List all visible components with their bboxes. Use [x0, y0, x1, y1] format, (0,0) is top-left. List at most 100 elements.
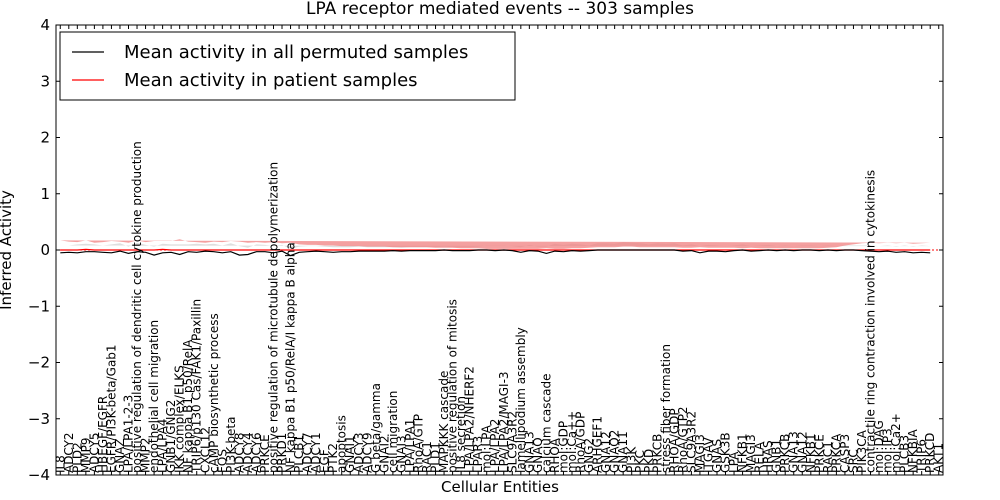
x-tick-label: IL8 secretion [454, 396, 468, 473]
x-tick-label: PLD1 [429, 442, 443, 473]
x-tick-label: mol:DAG [872, 420, 886, 473]
x-tick-label: cAMP biosynthetic process [207, 313, 221, 473]
x-tick-label: positive regulation of dendritic cell cy… [130, 141, 144, 473]
x-tick-label: PI3K-beta [224, 417, 238, 473]
y-tick-label: 1 [40, 185, 50, 203]
x-tick-label: G beta/gamma [369, 383, 383, 473]
x-tick-label: GNA12 [599, 431, 613, 473]
x-tick-label: RhoA/GTP2 [676, 406, 690, 473]
legend-box [59, 31, 516, 101]
x-tick-label: GNAQ [531, 437, 545, 473]
x-tick-label: LPA/LPA1-2-3 [122, 395, 136, 473]
legend-label-patient: Mean activity in patient samples [124, 70, 418, 91]
x-tick-label: stress fiber formation [659, 344, 673, 473]
x-tick-label: NF kappa B1 p50/RelA/I kappa B alpha [284, 242, 298, 473]
x-tick-label: mol:Ca++ [565, 411, 579, 473]
x-tick-label: LPA/LPA4 [156, 419, 170, 473]
x-tick-label: SLC9A3R2 [684, 411, 698, 473]
x-tick-label: PRKCE [258, 434, 272, 473]
x-tick-label: PRKCE [812, 434, 826, 473]
x-tick-label: MAGI3 [744, 434, 758, 473]
x-tick-label: calcium cascade [539, 374, 553, 473]
x-axis-label: Cellular Entities [441, 478, 559, 496]
x-tick-label: ADCY6 [249, 432, 263, 473]
x-tick-label: SRC [846, 449, 860, 473]
x-tick-label: ITGAV [702, 436, 716, 473]
x-tick-label: EGF [318, 449, 332, 473]
x-tick-label: ADCY8 [232, 432, 246, 473]
x-tick-label: PRKD1 [275, 433, 289, 473]
x-tick-label: mol:Ca2+ [889, 413, 903, 473]
x-tick-label: PTK2 [326, 443, 340, 473]
x-tick-label: PLCB1 [292, 435, 306, 473]
x-tick-label: apoptosis [335, 415, 349, 473]
x-tick-label: positive regulation of mitosis [446, 299, 460, 473]
x-tick-label: mol:LPA [480, 424, 494, 473]
x-tick-label: PLCB3 [898, 435, 912, 473]
x-tick-label: GNAZ [113, 438, 127, 473]
x-tick-label: ADCY3 [352, 432, 366, 473]
x-tick-label: MMP2 [139, 437, 153, 473]
y-tick-label: −2 [28, 354, 50, 372]
plot-area: 43210−1−2−3−4IL8ADCY2PLD2MMP9ADCY5HBEGF/… [28, 16, 946, 484]
x-tick-label: PKC [633, 450, 647, 473]
x-tick-label: TRIP6/p130 Cas/FAK1/Paxillin [190, 299, 204, 474]
x-tick-label: RhoA/GTP [412, 414, 426, 473]
x-tick-label: GNAI2 [377, 435, 391, 473]
x-tick-label: LPA [727, 451, 741, 473]
x-tick-label: lamellipodium assembly [514, 327, 528, 473]
x-tick-label: PRKCD [923, 433, 937, 473]
x-tick-label: PRKCA [829, 433, 843, 473]
x-tick-label: PLD2 [70, 442, 84, 473]
x-tick-label: PRKCB [778, 434, 792, 473]
series-line-permuted [60, 249, 931, 257]
x-tick-label: CXCL12 [198, 427, 212, 473]
x-tick-label: GNAQ2 [608, 430, 622, 473]
y-axis-label: Inferred Activity [0, 190, 15, 310]
x-tick-label: LPA/LPA2/MAGI-3 [497, 371, 511, 473]
x-tick-label: RHOA [548, 437, 562, 473]
x-tick-label: LPA/LPA1 [403, 419, 417, 473]
x-tick-label: RhoA/GDP [574, 412, 588, 473]
patient-variance-band [60, 239, 931, 249]
x-tick-label: mol:GDP [557, 421, 571, 473]
x-tick-label: GNAI3 [394, 435, 408, 473]
x-tick-label: ADCY2 [62, 432, 76, 473]
x-tick-label: positive regulation of microtubule depol… [267, 162, 281, 473]
y-tick-label: 3 [40, 72, 50, 90]
x-tick-label: FOS [215, 449, 229, 473]
x-tick-label: ADCY4 [241, 432, 255, 473]
x-tick-label: LPA/LPA2/NHERF2 [463, 366, 477, 473]
x-tick-label: NFKB1 [736, 433, 750, 473]
x-tick-label: GNA13 [522, 431, 536, 473]
x-tick-label: SLC9A3R2 [505, 411, 519, 473]
x-tick-label: RAC1 [420, 441, 434, 473]
x-tick-label: GNB1/GNG2 [164, 400, 178, 473]
x-tick-label: CASP3 [838, 434, 852, 473]
x-tick-label: MAGI3 [693, 434, 707, 473]
x-tick-label: TRIP6 [915, 439, 929, 474]
x-tick-label: NFKBIA [906, 428, 920, 473]
x-tick-label: RAC1 [821, 441, 835, 473]
x-tick-label: RELA [753, 441, 767, 473]
x-tick-label: LPA/LPA2 [488, 419, 502, 473]
x-tick-label: HRAS [761, 440, 775, 473]
x-tick-label: PRKCB [650, 434, 664, 473]
x-tick-label: HBEGF/EGFR [96, 396, 110, 473]
x-tick-label: GNA12 [795, 431, 809, 473]
x-tick-label: cell migration [386, 391, 400, 473]
x-tick-label: MMP9 [79, 437, 93, 473]
x-tick-label: GSK3B [719, 432, 733, 473]
x-tick-label: endothelial cell migration [147, 320, 161, 473]
x-tick-label: mol:IP3 [881, 428, 895, 473]
x-tick-label: NFKB1 [804, 433, 818, 473]
y-tick-label: −4 [28, 466, 50, 484]
x-tick-label: GNA13 [787, 431, 801, 473]
x-tick-label: ADCY7 [301, 432, 315, 473]
y-tick-label: 0 [40, 241, 50, 259]
x-tick-label: LPAR3 [471, 436, 485, 473]
x-tick-label: PIK3CA [855, 429, 869, 473]
x-tick-label: ARHGEF1 [591, 416, 605, 473]
x-tick-label: IKK complex/ELKS [173, 365, 187, 473]
